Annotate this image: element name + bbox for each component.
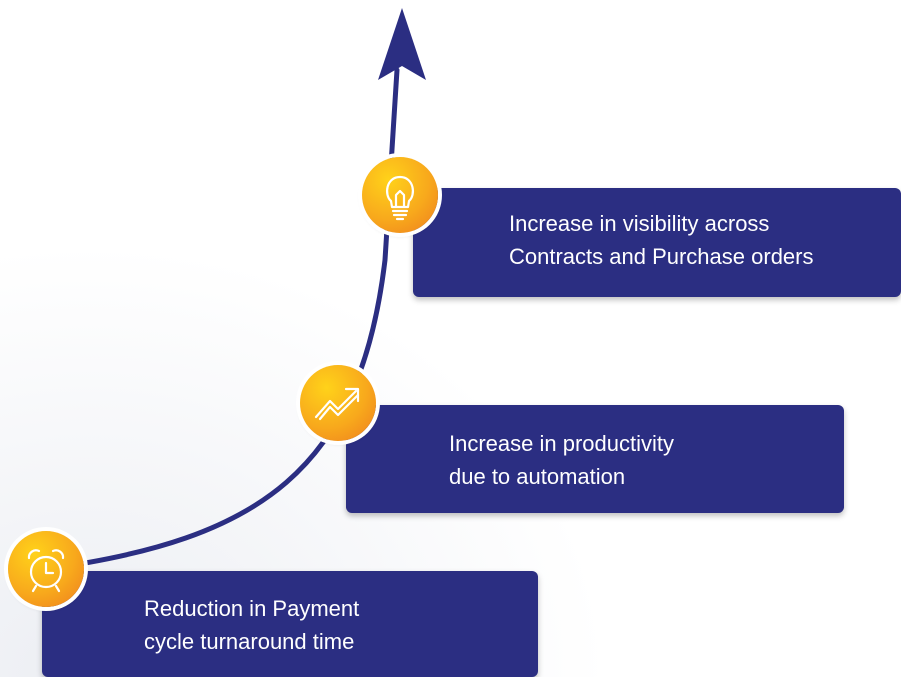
lightbulb-icon [385, 175, 415, 221]
trend-badge [300, 365, 376, 441]
trend-up-icon [314, 387, 360, 421]
clock-badge [8, 531, 84, 607]
step-text-line: Increase in productivity [449, 431, 674, 456]
step-text-line: Contracts and Purchase orders [509, 244, 814, 269]
clock-icon [27, 549, 65, 593]
step-box-payment: Reduction in Payment cycle turnaround ti… [42, 571, 538, 677]
step-box-productivity: Increase in productivity due to automati… [346, 405, 844, 513]
step-text-line: due to automation [449, 464, 626, 489]
step-text-line: Increase in visibility across [509, 211, 770, 236]
lightbulb-badge [362, 157, 438, 233]
step-text-line: cycle turnaround time [144, 629, 355, 654]
arrow-head [378, 8, 426, 80]
step-box-visibility: Increase in visibility across Contracts … [413, 188, 901, 297]
step-text-line: Reduction in Payment [144, 596, 360, 621]
